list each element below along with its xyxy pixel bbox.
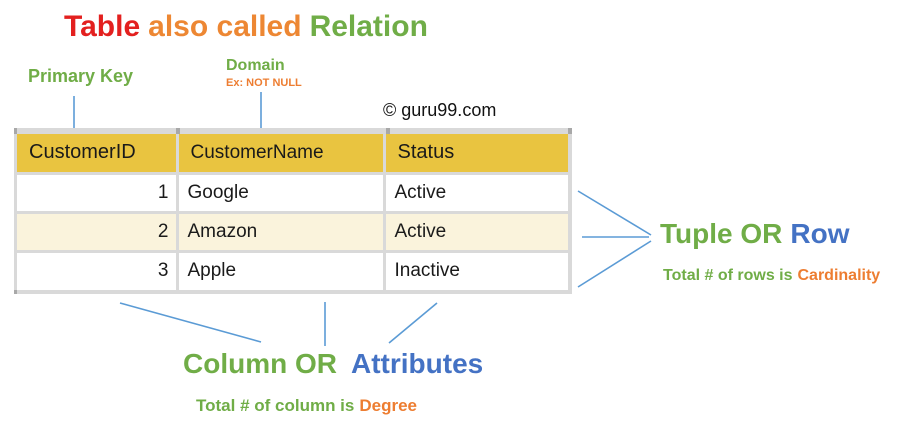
- connector-row-3: [577, 240, 652, 288]
- tuple-label-part: Tuple OR: [660, 218, 783, 249]
- title-table: Table: [64, 10, 141, 43]
- cell-customername: Google: [177, 173, 386, 214]
- cell-customerid: 3: [17, 251, 179, 290]
- cell-status: Active: [384, 212, 568, 253]
- frame-tick: [14, 290, 17, 294]
- degree-term: Degree: [359, 396, 418, 415]
- cell-customername: Apple: [177, 251, 386, 290]
- title-also-called: also called: [148, 10, 302, 43]
- column-header-customername: CustomerName: [177, 134, 386, 175]
- cell-customerid: 1: [17, 173, 179, 214]
- cell-customername: Amazon: [177, 212, 386, 253]
- connector-col-1: [119, 302, 262, 343]
- domain-label: Domain: [226, 57, 285, 74]
- frame-tick: [568, 128, 572, 134]
- primary-key-label: Primary Key: [28, 66, 134, 86]
- connector-row-1: [577, 190, 652, 236]
- table-row: 3 Apple Inactive: [17, 251, 568, 290]
- domain-label-group: Domain Ex: NOT NULL: [226, 57, 302, 89]
- table-header-row: CustomerID CustomerName Status: [17, 134, 568, 175]
- column-header-status: Status: [384, 134, 568, 175]
- watermark: © guru99.com: [383, 100, 497, 120]
- degree-prefix: Total # of column is: [196, 396, 355, 415]
- column-label-part: Column OR: [183, 348, 337, 379]
- table-frame: CustomerID CustomerName Status 1 Google …: [14, 128, 572, 294]
- cardinality-prefix: Total # of rows is: [663, 267, 793, 284]
- table-row: 2 Amazon Active: [17, 212, 568, 253]
- cell-customerid: 2: [17, 212, 179, 253]
- column-header-customerid: CustomerID: [17, 134, 179, 175]
- attributes-label-part: Attributes: [351, 348, 484, 379]
- domain-example-label: Ex: NOT NULL: [226, 77, 302, 89]
- frame-tick: [176, 128, 180, 134]
- column-attributes-label: Column OR Attributes: [183, 348, 483, 380]
- row-label-part: Row: [790, 218, 850, 249]
- frame-tick: [14, 128, 17, 134]
- title-relation: Relation: [309, 10, 428, 43]
- customer-table: CustomerID CustomerName Status 1 Google …: [17, 134, 568, 290]
- cell-status: Active: [384, 173, 568, 214]
- cell-status: Inactive: [384, 251, 568, 290]
- connector-col-3: [388, 302, 438, 344]
- frame-tick: [386, 128, 390, 134]
- cardinality-term: Cardinality: [797, 267, 881, 284]
- table-row: 1 Google Active: [17, 173, 568, 214]
